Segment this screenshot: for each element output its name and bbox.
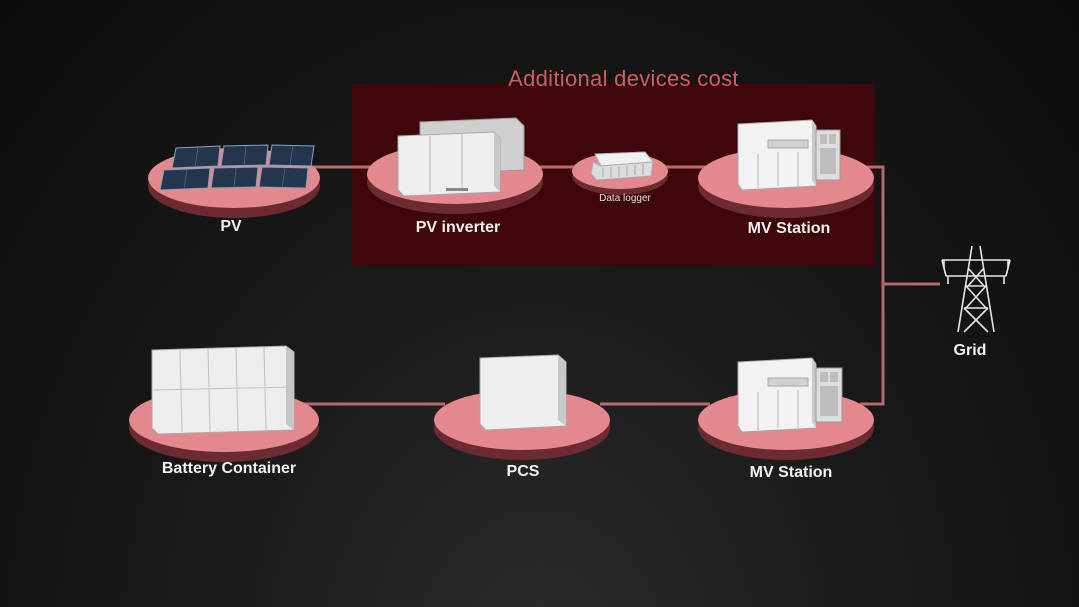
data-logger-label: Data logger bbox=[599, 193, 651, 204]
inverter-icon bbox=[367, 117, 543, 214]
mv-station-icon bbox=[698, 119, 874, 218]
mv-station-bottom-node bbox=[698, 356, 874, 462]
pcs-cabinet-icon bbox=[434, 354, 610, 460]
battery-container-icon bbox=[129, 345, 319, 462]
grid-label: Grid bbox=[953, 342, 987, 359]
pv-inverter-node bbox=[366, 112, 544, 214]
pcs-label: PCS bbox=[506, 463, 540, 480]
transmission-tower-icon bbox=[941, 245, 1011, 333]
data-logger-icon bbox=[572, 151, 668, 195]
data-logger-node bbox=[571, 146, 669, 196]
pcs-node bbox=[434, 350, 610, 462]
mv-station-icon bbox=[698, 357, 874, 460]
battery-label: Battery Container bbox=[161, 460, 297, 477]
additional-devices-title: Additional devices cost bbox=[508, 66, 739, 91]
mv-station-top-node bbox=[698, 116, 874, 218]
pv-label: PV bbox=[220, 218, 242, 235]
mv-station-bottom-label: MV Station bbox=[749, 464, 833, 481]
pv-node bbox=[148, 140, 320, 220]
battery-node bbox=[128, 342, 321, 462]
pv-inverter-label: PV inverter bbox=[415, 219, 501, 236]
solar-panel-icon bbox=[148, 144, 320, 218]
mv-station-top-label: MV Station bbox=[747, 220, 831, 237]
grid-node bbox=[938, 242, 1014, 336]
